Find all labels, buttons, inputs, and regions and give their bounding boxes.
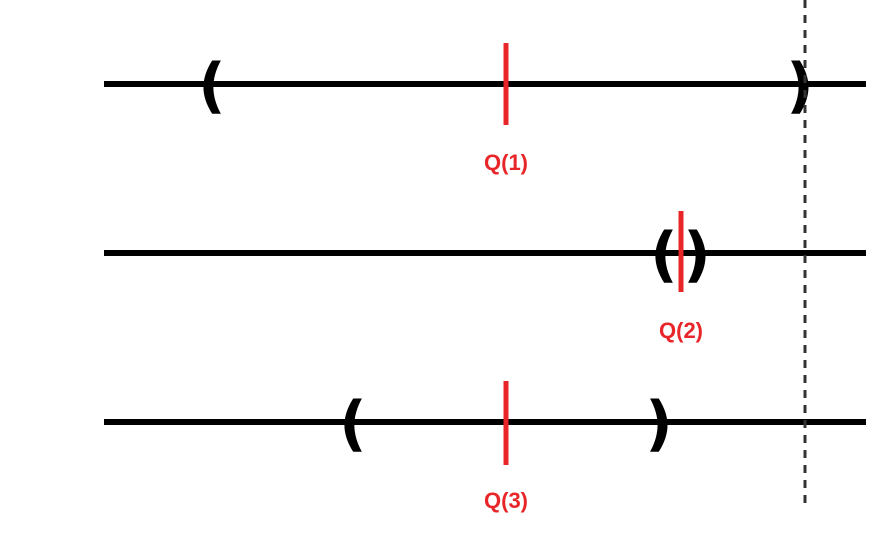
q-label-3: Q(3)	[484, 488, 528, 513]
right-bracket-1: )	[786, 51, 813, 121]
right-bracket-3: )	[645, 389, 672, 459]
q-label-2: Q(2)	[659, 318, 703, 343]
left-bracket-3: (	[339, 389, 366, 459]
q-label-1: Q(1)	[484, 150, 528, 175]
left-bracket-2: (	[650, 220, 677, 290]
right-bracket-2: )	[683, 220, 710, 290]
row-3: ( ) Q(3)	[104, 381, 866, 513]
left-bracket-1: (	[198, 51, 225, 121]
row-1: ( ) Q(1)	[104, 43, 866, 175]
row-2: ( ) Q(2)	[104, 211, 866, 343]
